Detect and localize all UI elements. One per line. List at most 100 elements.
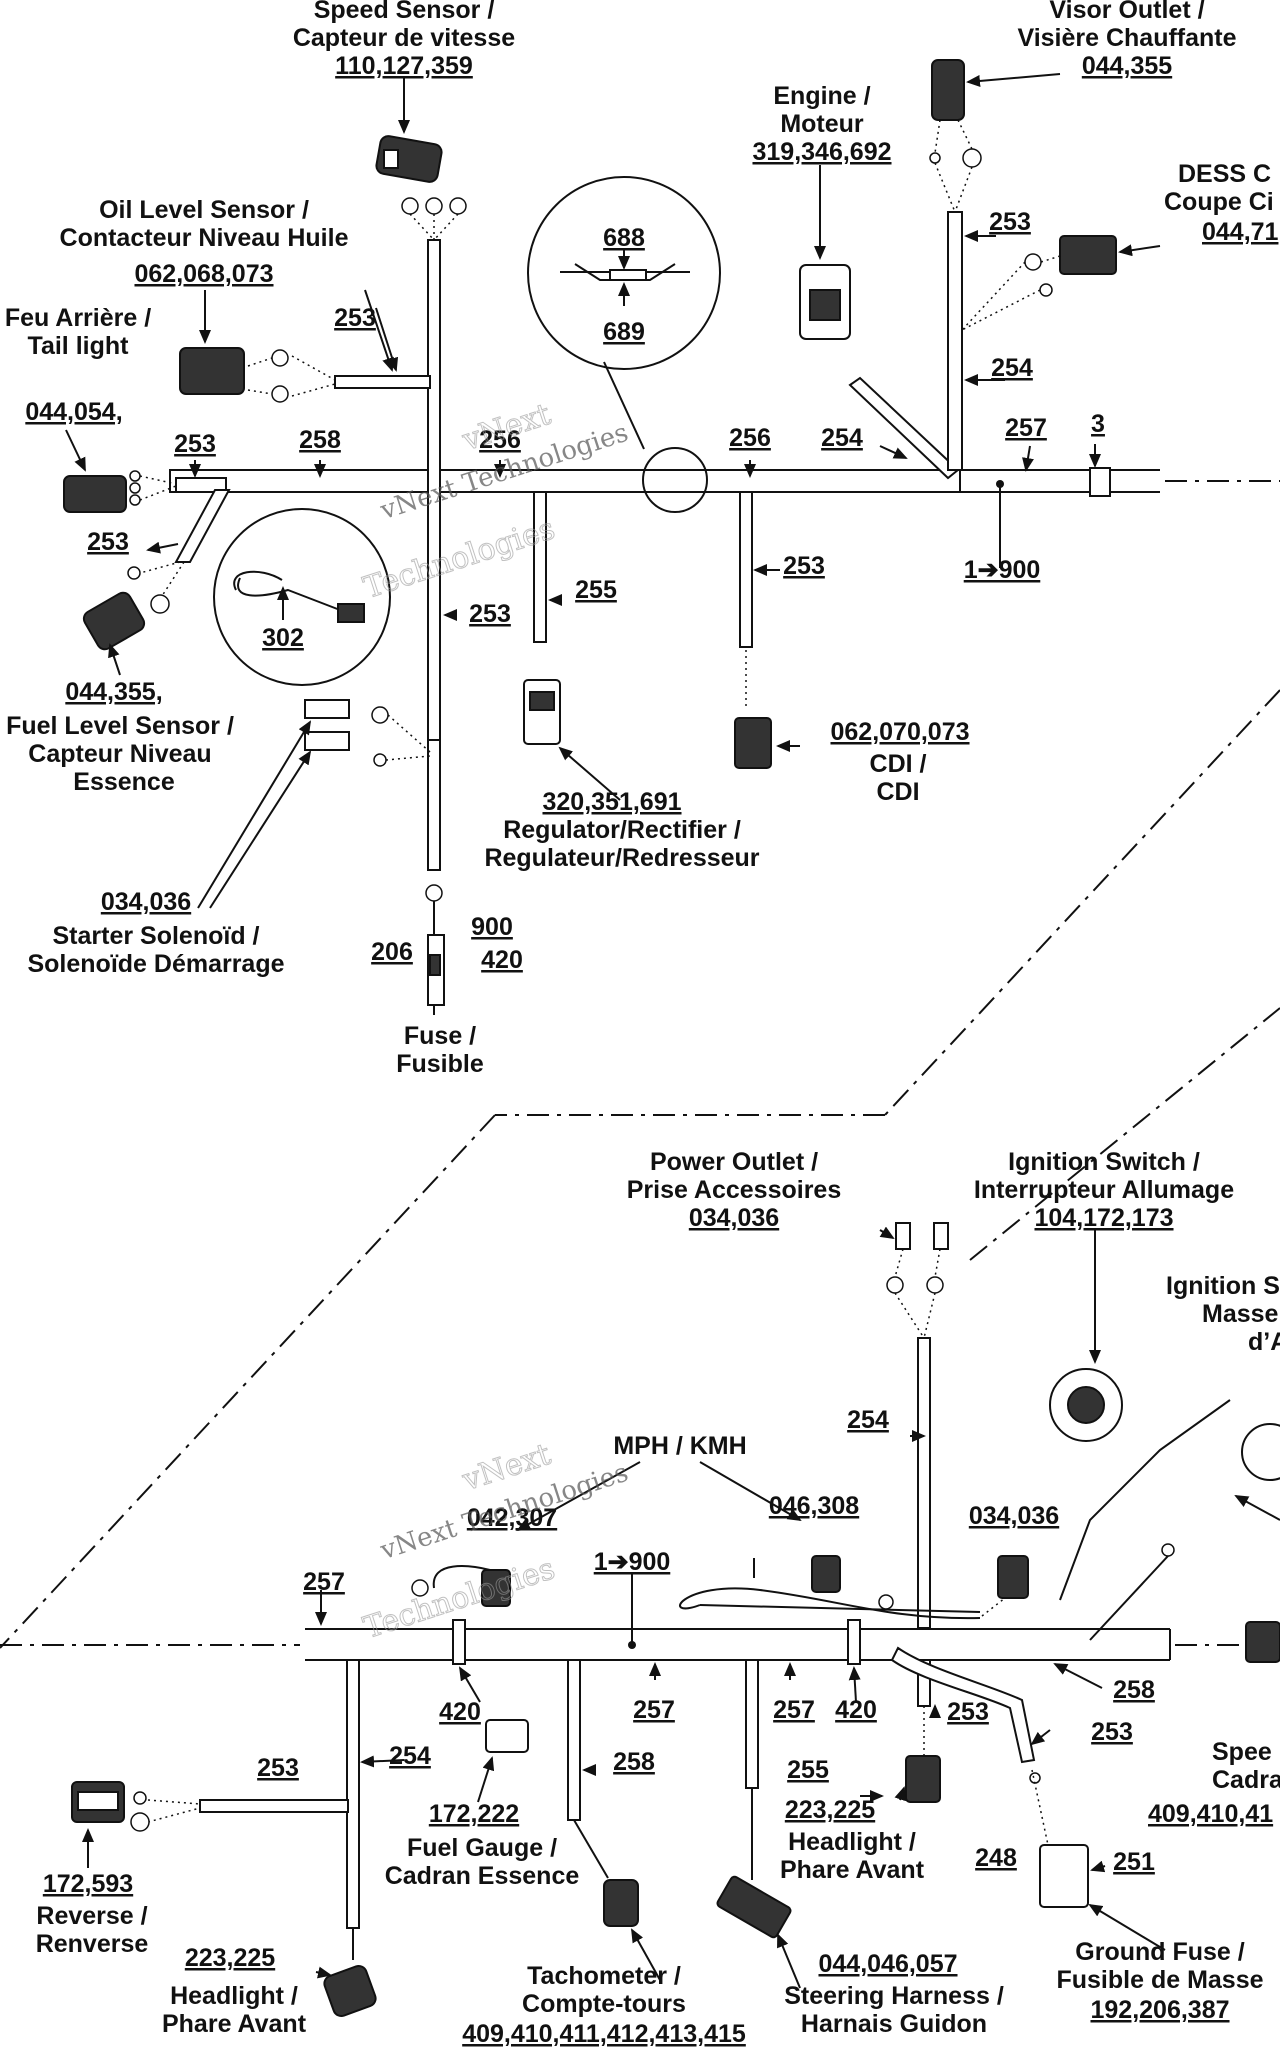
label-speedo-r-1: Spee — [1212, 1738, 1272, 1766]
label-ground-fuse-1: Ground Fuse / — [1075, 1938, 1245, 1966]
vertical-harness-fuse — [425, 239, 445, 1015]
wire-refs-bottom: 254 257 1➔900 420 257 257 420 253 258 25… — [257, 1406, 1155, 1876]
ignition-switch — [1049, 1230, 1280, 1663]
label-tach-2: Compte-tours — [522, 1990, 686, 2018]
label-power-1: Power Outlet / — [650, 1148, 818, 1176]
wire-ref: 251 — [1113, 1848, 1155, 1876]
label-302: 302 — [262, 624, 304, 652]
label-reverse-1: 172,593 — [43, 1870, 133, 1898]
wire-ref: 253 — [174, 430, 216, 458]
label-mph: MPH / KMH — [613, 1432, 746, 1460]
divider-lines — [0, 689, 1280, 1649]
visor-dess-branch — [929, 59, 1161, 471]
wire-ref: 257 — [773, 1696, 815, 1724]
wire-ref-arrows-bottom — [315, 1430, 1103, 1802]
label-cdi-1: 062,070,073 — [830, 718, 969, 746]
label-headlight-l-1: 223,225 — [185, 1944, 275, 1972]
label-reverse-3: Renverse — [36, 1930, 149, 1958]
label-visor-2: Visière Chauffante — [1017, 24, 1236, 52]
wire-refs-top: 253 253 258 256 256 254 257 3 253 254 25… — [87, 208, 1105, 628]
wire-ref: 253 — [469, 600, 511, 628]
label-headlight-r-2: Headlight / — [788, 1828, 916, 1856]
wire-ref: 258 — [613, 1748, 655, 1776]
label-regulator-2: Regulator/Rectifier / — [503, 816, 741, 844]
wire-ref: 255 — [575, 576, 617, 604]
label-ign-1: Ignition Switch / — [1008, 1148, 1200, 1176]
label-oil-2: Contacteur Niveau Huile — [60, 224, 349, 252]
label-ground-fuse-2: Fusible de Masse — [1056, 1966, 1263, 1994]
label-reverse-2: Reverse / — [36, 1902, 147, 1930]
label-steering-3: Harnais Guidon — [801, 2010, 987, 2038]
label-tail-2: Tail light — [28, 332, 130, 360]
speed-sensor-top-connector — [375, 76, 467, 241]
tail-light-branch — [63, 429, 227, 513]
label-visor-1: Visor Outlet / — [1049, 0, 1204, 24]
label-tach-1: Tachometer / — [527, 1962, 681, 1990]
label-cdi-3: CDI — [876, 778, 919, 806]
label-power-3: 034,036 — [689, 1204, 779, 1232]
watermark-text: Technologies — [359, 511, 559, 606]
wire-ref: 253 — [783, 552, 825, 580]
label-fuel-gauge-1: 172,222 — [429, 1800, 519, 1828]
main-harness-top — [169, 467, 1280, 497]
label-dess-1: DESS C — [1178, 160, 1271, 188]
wire-ref: 258 — [1113, 1676, 1155, 1704]
label-regulator-1: 320,351,691 — [542, 788, 681, 816]
label-engine-3: 319,346,692 — [752, 138, 891, 166]
label-starter-1: 034,036 — [101, 888, 191, 916]
label-speedo-r-2: Cadra — [1212, 1766, 1280, 1794]
label-fuel-level-1: Fuel Level Sensor / — [6, 712, 234, 740]
ground-fuse-branch — [890, 1646, 1166, 1951]
label-headlight-l-2: Headlight / — [170, 1982, 298, 2010]
wire-ref: 256 — [729, 424, 771, 452]
wire-ref-arrows-top — [189, 230, 1101, 621]
wire-ref: 254 — [991, 354, 1033, 382]
wire-ref: 253 — [1091, 1718, 1133, 1746]
label-tail-1: Feu Arrière / — [5, 304, 151, 332]
wire-ref: 248 — [975, 1844, 1017, 1872]
wire-ref: 420 — [439, 1698, 481, 1726]
label-speed-sensor-3: 110,127,359 — [335, 52, 473, 80]
label-fuse-206: 206 — [371, 938, 413, 966]
label-dess-2: Coupe Ci — [1164, 188, 1274, 216]
label-fuse-2: Fusible — [396, 1050, 484, 1078]
label-starter-2: Starter Solenoïd / — [53, 922, 260, 950]
label-oil-1: Oil Level Sensor / — [99, 196, 309, 224]
label-speedo-r-3: 409,410,41 — [1148, 1800, 1273, 1828]
label-fuel-gauge-3: Cadran Essence — [385, 1862, 580, 1890]
wire-ref: 420 — [835, 1696, 877, 1724]
label-engine-2: Moteur — [780, 110, 864, 138]
label-ign-ground-2: Masse — [1202, 1300, 1279, 1328]
wire-ref: 254 — [821, 424, 863, 452]
power-outlet-branch — [879, 1222, 949, 1629]
cdi-branch — [734, 491, 800, 769]
wire-ref: 253 — [334, 304, 376, 332]
label-speed-sensor-1: Speed Sensor / — [314, 0, 495, 24]
label-headlight-r-1: 223,225 — [785, 1796, 875, 1824]
label-steering-1: 044,046,057 — [818, 1950, 957, 1978]
watermark-text: Technologies — [359, 1551, 559, 1646]
detail-circle-688-689 — [527, 176, 721, 513]
label-oil-3: 062,068,073 — [134, 260, 273, 288]
label-fuse-1: Fuse / — [404, 1022, 476, 1050]
wire-ref: 257 — [633, 1696, 675, 1724]
wire-ref: 255 — [787, 1756, 829, 1784]
label-headlight-r-3: Phare Avant — [780, 1856, 925, 1884]
watermark-top: vNext vNext Technologies Technologies — [359, 397, 632, 607]
bottom-connectors — [315, 1706, 941, 2018]
wire-ref: 1➔900 — [964, 556, 1041, 584]
watermark-bottom: vNext vNext Technologies Technologies — [359, 1437, 632, 1647]
heated-grip-left-branch — [82, 489, 231, 676]
label-ign-3: 104,172,173 — [1034, 1204, 1173, 1232]
label-speed-sensor-2: Capteur de vitesse — [293, 24, 515, 52]
label-heated-grip: 044,355, — [65, 678, 162, 706]
oil-level-branch — [179, 289, 431, 403]
wire-ref: 3 — [1091, 410, 1105, 438]
label-dess-3: 044,71 — [1202, 218, 1279, 246]
label-fuel-level-2: Capteur Niveau — [28, 740, 211, 768]
wire-ref: 257 — [1005, 414, 1047, 442]
label-688: 688 — [603, 224, 645, 252]
wire-ref: 256 — [479, 426, 521, 454]
